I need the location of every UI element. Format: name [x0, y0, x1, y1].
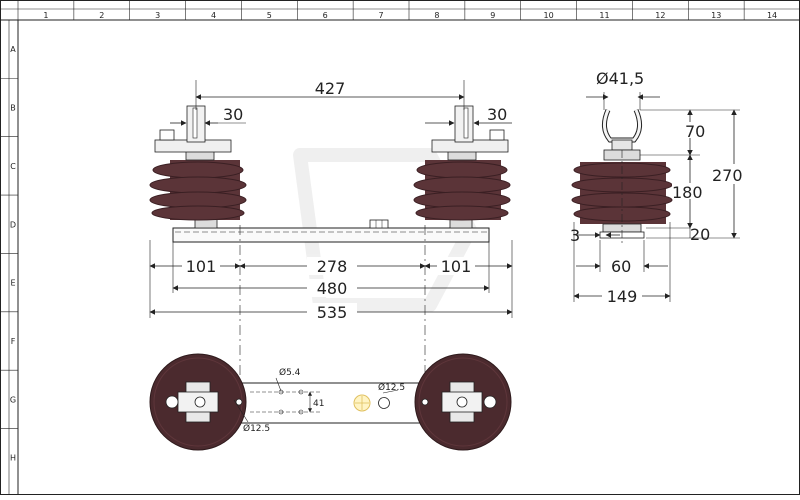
hole-left-label: Ø12.5: [243, 423, 270, 434]
insulator-left: [149, 105, 247, 229]
dim-101-left-label: 101: [186, 257, 217, 276]
plan-view: Ø5.4 41 Ø12.5 Ø12.5: [149, 353, 512, 451]
dim-30-left-label: 30: [223, 105, 243, 124]
dim-diameter-label: Ø41,5: [596, 69, 644, 88]
column-index-label: 11: [599, 11, 609, 20]
dim-270-label: 270: [712, 166, 743, 185]
column-index-label: 7: [379, 11, 384, 20]
dim-149-label: 149: [607, 287, 638, 306]
dim-180-label: 180: [672, 183, 703, 202]
dim-70-label: 70: [685, 122, 705, 141]
column-index-label: 5: [267, 11, 272, 20]
column-index-label: 13: [711, 11, 721, 20]
row-index-label: E: [10, 279, 15, 288]
column-index-label: 9: [490, 11, 495, 20]
dim-278-label: 278: [317, 257, 348, 276]
row-index-label: H: [10, 454, 16, 463]
side-view: Ø41,5 70 180 270 3 20 60 1: [570, 69, 758, 306]
front-view: 427 30 30 101 278 101 480 535: [149, 78, 513, 395]
column-index-label: 10: [544, 11, 554, 20]
column-index-label: 6: [323, 11, 328, 20]
base-bolt: [369, 219, 389, 229]
row-index-label: D: [10, 220, 16, 229]
dim-60-label: 60: [611, 257, 631, 276]
column-index-label: 8: [434, 11, 439, 20]
dim-20-label: 20: [690, 225, 710, 244]
column-index-label: 3: [155, 11, 160, 20]
dim-30-right-label: 30: [487, 105, 507, 124]
column-index-label: 1: [43, 11, 48, 20]
column-index-label: 12: [655, 11, 665, 20]
column-index-label: 14: [767, 11, 777, 20]
hole-small-label: Ø5.4: [279, 367, 301, 378]
dim-3-label: 3: [570, 226, 580, 245]
column-index-label: 4: [211, 11, 216, 20]
row-index-ticks: A B C D E F G H: [0, 19, 18, 463]
base-plate: [172, 227, 490, 243]
dim-480-label: 480: [317, 279, 348, 298]
dim-535-label: 535: [317, 303, 348, 322]
column-index-label: 2: [99, 11, 104, 20]
row-index-label: A: [10, 45, 16, 54]
dim-41-label: 41: [313, 399, 324, 409]
hole-center-label: Ø12.5: [378, 382, 405, 393]
dim-427-label: 427: [315, 79, 346, 98]
row-index-label: C: [10, 162, 16, 171]
row-index-label: B: [10, 104, 16, 113]
row-index-label: F: [11, 337, 16, 346]
dim-101-right-label: 101: [441, 257, 472, 276]
row-index-label: G: [10, 395, 16, 404]
insulator-right: [413, 105, 511, 229]
